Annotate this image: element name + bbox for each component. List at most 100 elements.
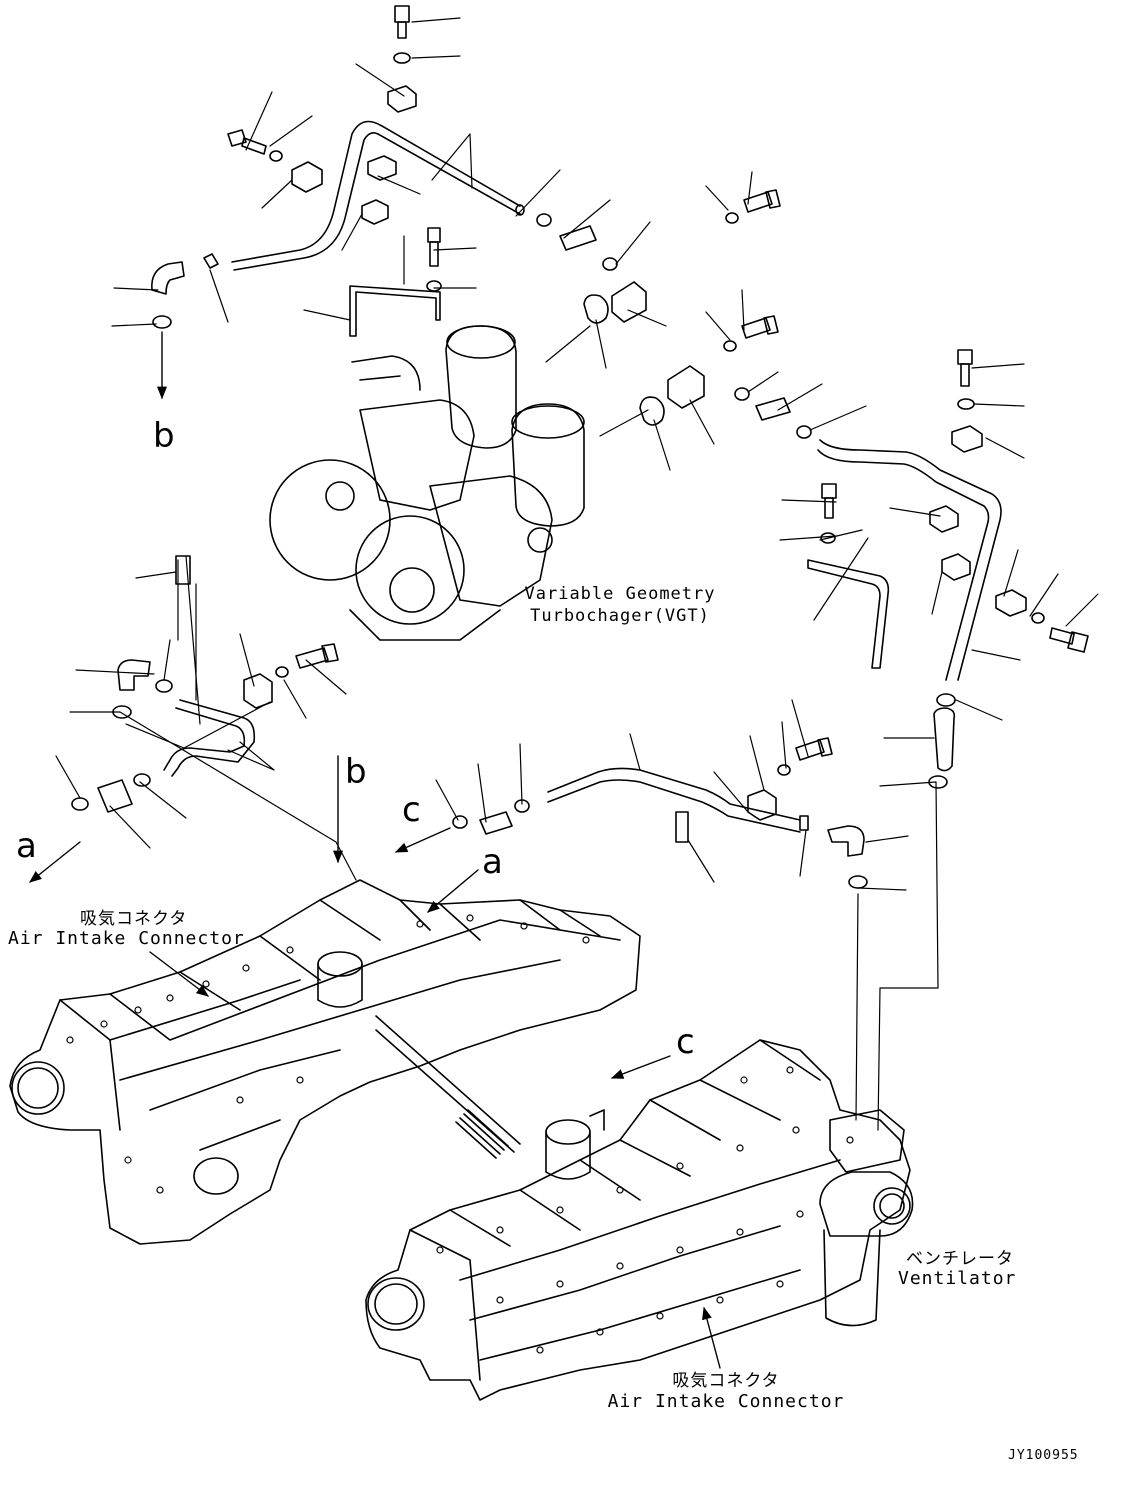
- ref-b-lower: b: [345, 752, 367, 792]
- pipe-end-1: [515, 204, 525, 216]
- arrow-a-lower: [427, 869, 479, 913]
- turbo-housing-2: [429, 475, 553, 607]
- turbo-port: [527, 527, 553, 553]
- clamp-small: [361, 199, 389, 225]
- pipe-upper-left-2: [233, 132, 521, 271]
- bolt-bracket: [427, 227, 441, 243]
- lower-connector-ridge: [409, 1039, 821, 1381]
- turbo-wheel-1-hub: [325, 481, 355, 511]
- pipe-right: [819, 439, 1002, 681]
- clamp-mid: [367, 155, 397, 181]
- hose-left-low: [97, 779, 133, 813]
- ref-a-lower: a: [482, 842, 503, 882]
- connector-small: [203, 253, 219, 269]
- turbo-wheel-2-hub: [389, 567, 435, 613]
- clamp-ring-7: [155, 679, 173, 693]
- pipe-center: [547, 767, 801, 821]
- turbo-outlet-1-rim: [446, 325, 516, 359]
- clamp-top: [387, 85, 417, 113]
- turbo-wheel-1: [269, 459, 391, 581]
- clamp-right-top: [951, 425, 983, 453]
- clamp-center: [747, 789, 777, 821]
- gasket-lower: [639, 396, 665, 426]
- bolt-far-right: [1049, 627, 1089, 653]
- bolt-mid-right: [741, 315, 779, 339]
- bolt-left-mid: [295, 643, 339, 669]
- fastener-dots: [66, 914, 854, 1354]
- elbow-hose-mid: [117, 659, 151, 691]
- turbo-outlet-2: [511, 403, 585, 527]
- turbo-outlet-1: [445, 325, 517, 449]
- turbo-housing-1: [359, 399, 475, 511]
- ref-c-center: c: [402, 790, 421, 830]
- leader-lines: [55, 17, 1099, 1131]
- hose-clamp-left: [152, 315, 172, 329]
- ventilator-port-inner: [879, 1193, 905, 1219]
- elbow-hose-center: [827, 825, 865, 857]
- washer-center: [777, 764, 791, 776]
- turbo-outlet-2-rim: [511, 405, 585, 439]
- clamp-ring-2: [602, 257, 618, 271]
- lower-connector-inlet-inner: [374, 1283, 418, 1325]
- hose-center: [479, 811, 513, 835]
- lower-cap-pipe: [589, 1109, 605, 1131]
- pipe-left-mid: [163, 707, 246, 771]
- turbo-wheel-2: [355, 515, 465, 625]
- vgt-label-line1: Variable Geometry: [524, 584, 716, 604]
- ref-c-lower: c: [676, 1022, 695, 1062]
- upper-connector-ridge-2: [109, 959, 561, 1151]
- ventilator-en-label: Ventilator: [898, 1268, 1017, 1289]
- washer-left-mid: [275, 666, 289, 678]
- pipe-upper-left: [231, 120, 521, 263]
- bolt-right-mid: [821, 483, 837, 499]
- clamp-far-right: [995, 589, 1027, 617]
- upper-cap: [317, 951, 363, 977]
- center-pipe-group: [452, 737, 868, 889]
- bolt-right-mid-shank: [824, 497, 834, 519]
- connector-bottom-en-label: Air Intake Connector: [607, 1391, 845, 1412]
- lower-connector-ridge-2: [459, 1159, 841, 1361]
- lower-connector-inlet: [367, 1277, 425, 1331]
- clamp-ring-13: [848, 875, 868, 889]
- washer-upper-right: [725, 212, 739, 224]
- clamp-left-mid: [243, 673, 273, 709]
- vgt-label-line2: Turbochager(VGT): [530, 606, 710, 626]
- ref-b-upper: b: [153, 416, 175, 456]
- upper-intake-connector-group: [9, 879, 641, 1245]
- upper-flange: [193, 1157, 239, 1195]
- pipe-center-2: [547, 779, 801, 833]
- elbow-hose-left: [151, 261, 185, 295]
- pipe-left-mid-2: [171, 699, 256, 777]
- washer-right-top: [957, 398, 975, 410]
- elbow-fitting-lower: [667, 365, 705, 409]
- hose-upper-right: [559, 225, 597, 251]
- arrow-connector-lower: [702, 1306, 721, 1369]
- clamp-right-mid: [929, 505, 959, 533]
- upper-corrugated-hose: [455, 1109, 509, 1159]
- bolt-top: [394, 5, 410, 23]
- arrow-a-left: [29, 841, 81, 883]
- elbow-fitting-upper: [611, 281, 647, 323]
- clamp-ring-5: [936, 693, 956, 707]
- washer-top: [393, 52, 411, 64]
- bracket-upper: [349, 285, 441, 337]
- connector-center: [799, 815, 809, 831]
- bolt-center: [795, 737, 833, 761]
- washer-bracket: [426, 280, 442, 292]
- reference-arrows: [29, 331, 721, 1369]
- clamp-ring-9: [71, 797, 89, 811]
- bolt-upper-right: [743, 189, 781, 213]
- hose-mid-right: [755, 397, 791, 421]
- turbo-base: [349, 609, 501, 641]
- clip-left: [175, 555, 191, 585]
- turbocharger-group: [269, 325, 585, 641]
- clamp-ring-3: [734, 387, 750, 401]
- lower-intake-connector-group: [365, 1039, 914, 1401]
- arrow-c-lower: [610, 1055, 671, 1079]
- upper-connector-outline: [9, 879, 641, 1245]
- arrow-c-center: [394, 827, 451, 853]
- bolt-bracket-shank: [429, 241, 439, 267]
- clamp-ring-10: [133, 773, 151, 787]
- bolt-right-top-shank: [960, 363, 970, 387]
